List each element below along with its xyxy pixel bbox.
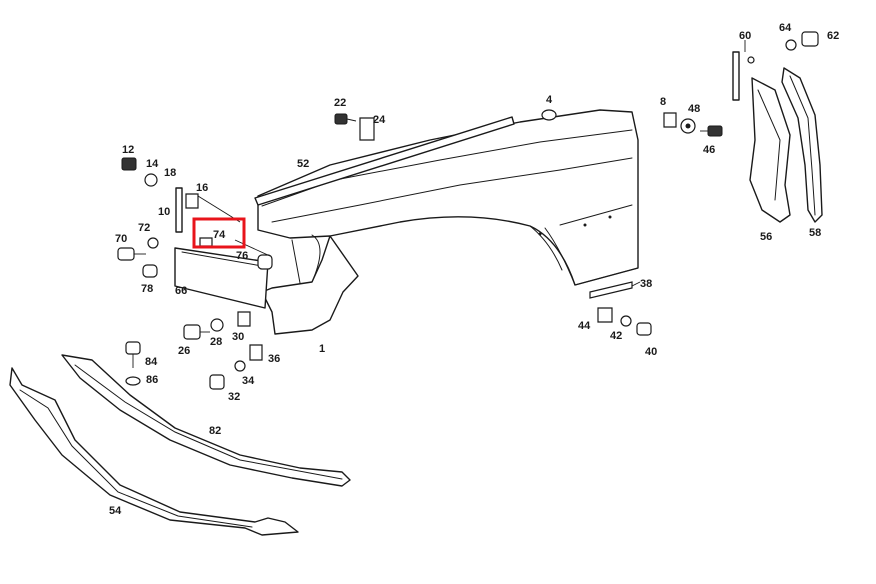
label-62: 62 (827, 30, 839, 42)
bracket-56 (749, 77, 791, 223)
bolt-32 (209, 374, 225, 390)
label-10: 10 (158, 206, 170, 218)
label-1: 1 (319, 343, 325, 355)
shield-54 (9, 367, 299, 536)
strip-38 (589, 281, 633, 299)
washer-72 (147, 237, 159, 249)
label-24: 24 (373, 114, 386, 126)
washer-14 (144, 173, 158, 187)
label-40: 40 (645, 346, 657, 358)
label-26: 26 (178, 345, 190, 357)
label-8: 8 (660, 96, 666, 108)
label-76: 76 (236, 250, 248, 262)
label-58: 58 (809, 227, 821, 239)
plug-78 (142, 264, 158, 278)
label-74: 74 (213, 229, 226, 241)
grommet-4 (541, 109, 557, 121)
label-42: 42 (610, 330, 622, 342)
label-56: 56 (760, 231, 772, 243)
clip-44 (597, 307, 613, 323)
label-78: 78 (141, 283, 153, 295)
nut-62 (801, 31, 819, 47)
washer-42 (620, 315, 632, 327)
label-12: 12 (122, 144, 134, 156)
washer-34 (234, 360, 246, 372)
label-38: 38 (640, 278, 652, 290)
bolt-84 (125, 341, 141, 355)
clip-8 (663, 112, 677, 128)
strip-58 (781, 67, 823, 223)
bolt-70 (117, 247, 135, 261)
label-66: 66 (175, 285, 187, 297)
label-14: 14 (146, 158, 159, 170)
label-86: 86 (146, 374, 158, 386)
label-84: 84 (145, 356, 158, 368)
washer-28 (210, 318, 224, 332)
nut-76 (257, 254, 273, 270)
label-82: 82 (209, 425, 221, 437)
rod-60 (732, 51, 740, 101)
label-4: 4 (546, 94, 553, 106)
screw-40 (636, 322, 652, 336)
label-46: 46 (703, 144, 715, 156)
nutclip-24 (359, 117, 375, 141)
label-32: 32 (228, 391, 240, 403)
label-18: 18 (164, 167, 176, 179)
label-36: 36 (268, 353, 280, 365)
part-labels: 1 4 8 10 12 14 16 18 22 24 26 28 30 32 3… (109, 22, 839, 517)
front-panel-66 (174, 247, 269, 309)
bracket-10 (175, 187, 183, 233)
label-54: 54 (109, 505, 122, 517)
washer-64 (785, 39, 797, 51)
label-64: 64 (779, 22, 792, 34)
label-60: 60 (739, 30, 751, 42)
label-30: 30 (232, 331, 244, 343)
clip-30 (237, 311, 251, 327)
bolt-26 (183, 324, 201, 340)
clip-74 (199, 237, 213, 247)
label-16: 16 (196, 182, 208, 194)
washer-86 (125, 376, 141, 386)
liner-82 (61, 354, 351, 487)
screw-46 (707, 125, 723, 137)
clip-18 (185, 193, 199, 209)
label-34: 34 (242, 375, 255, 387)
bolt-22 (334, 113, 348, 125)
clip-36 (249, 344, 263, 361)
label-72: 72 (138, 222, 150, 234)
bolt-12 (121, 157, 137, 171)
highlight-box-74 (192, 217, 246, 249)
label-48: 48 (688, 103, 700, 115)
label-28: 28 (210, 336, 222, 348)
label-70: 70 (115, 233, 127, 245)
label-22: 22 (334, 97, 346, 109)
molding-strip-52 (254, 116, 515, 206)
label-52: 52 (297, 158, 309, 170)
label-44: 44 (578, 320, 591, 332)
